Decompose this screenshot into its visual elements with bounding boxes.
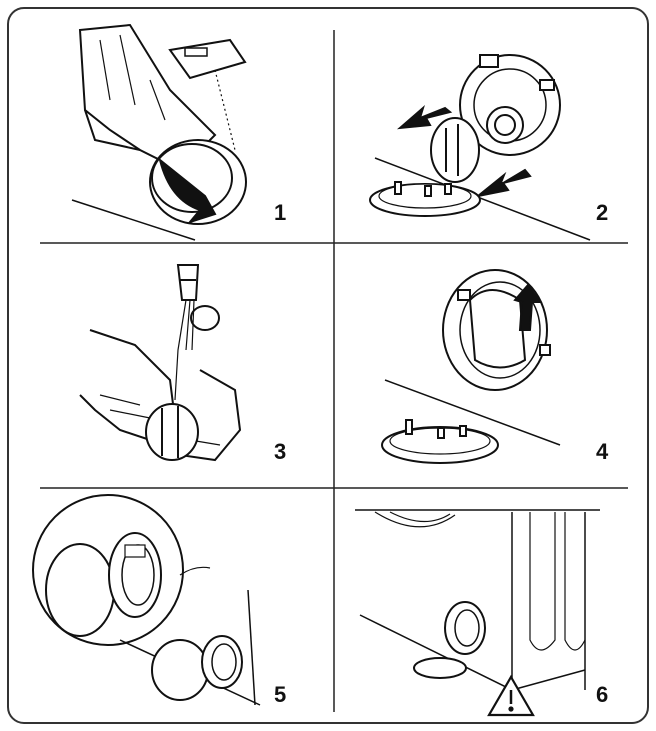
panel-4-illustration [381,269,561,464]
panel-2-illustration [369,54,591,241]
arrow-icon [477,168,532,197]
panel-3-illustration [79,264,242,462]
arrow-icon [396,104,453,130]
step-number-2: 2 [596,200,609,225]
arrow-icon [158,157,217,224]
panel-1-illustration [71,23,247,241]
step-number-5: 5 [274,682,287,707]
warning-triangle-icon [487,674,535,717]
step-number-1: 1 [274,200,287,225]
step-number-6: 6 [596,682,609,707]
step-number-3: 3 [274,439,287,464]
step-number-4: 4 [596,439,609,464]
panel-5-illustration [32,494,261,706]
arrow-icon [513,283,542,331]
panel-6-illustration [355,509,600,717]
